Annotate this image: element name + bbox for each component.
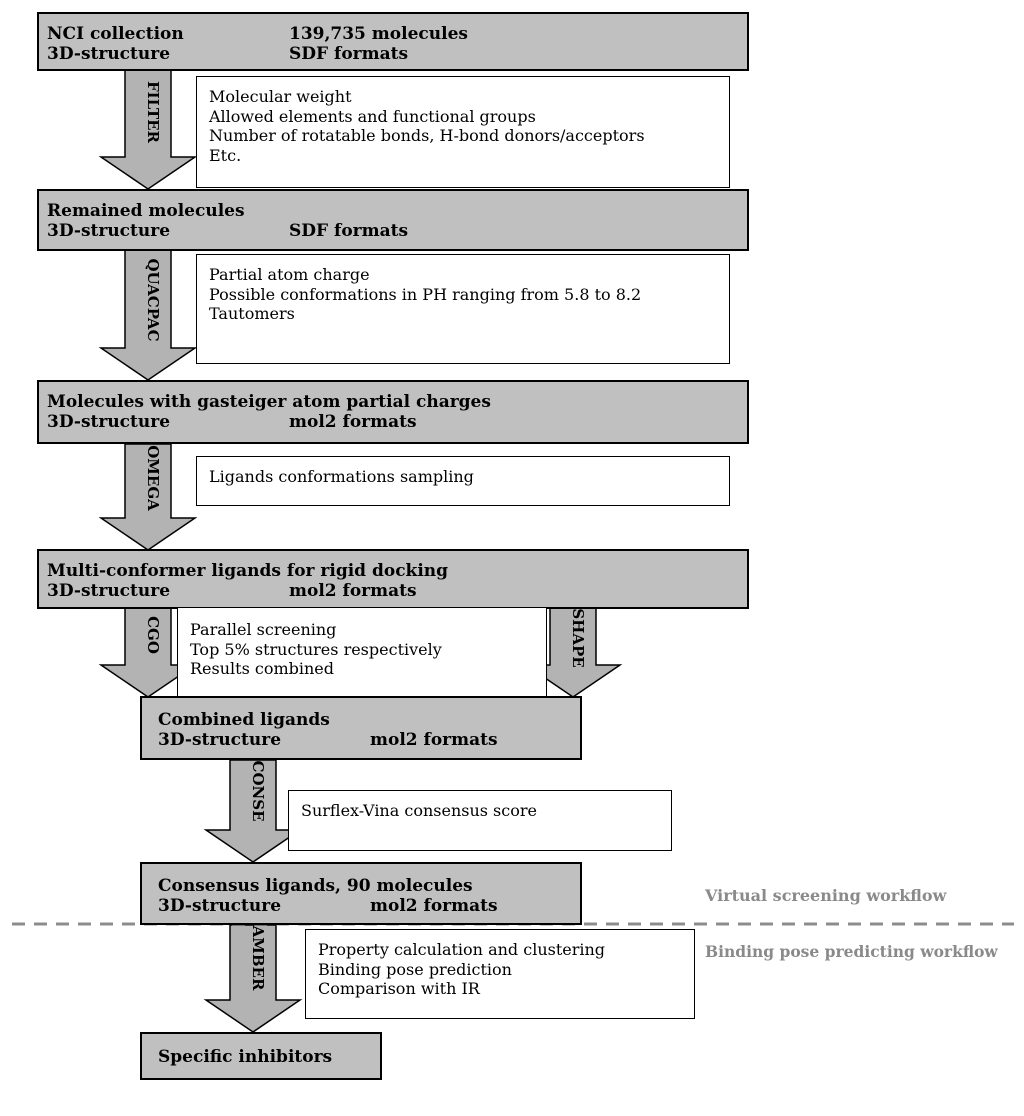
step-format: mol2 formats: [370, 730, 498, 750]
note-filter: Molecular weight Allowed elements and fu…: [196, 76, 730, 188]
note-line: Possible conformations in PH ranging fro…: [209, 284, 642, 304]
step-specific-inhibitors: Specific inhibitors: [140, 1032, 382, 1080]
note-line: Results combined: [190, 659, 335, 678]
step-format: mol2 formats: [370, 896, 498, 916]
note-amber: Property calculation and clustering Bind…: [305, 929, 695, 1019]
note-line: Number of rotatable bonds, H-bond donors…: [209, 126, 645, 145]
omega-arrow: [98, 443, 198, 551]
note-line: Partial atom charge: [209, 265, 370, 284]
step-structure: 3D-structure: [47, 44, 171, 64]
note-line: Property calculation and clustering: [318, 940, 606, 959]
step-format: SDF formats: [289, 221, 409, 241]
shape-arrow-label: SHAPE: [569, 608, 587, 667]
quacpac-arrow-label: QUACPAC: [144, 258, 162, 341]
note-line: Ligands conformations sampling: [209, 467, 474, 486]
step-structure: 3D-structure: [158, 896, 282, 916]
step-nci-collection: NCI collection 139,735 molecules 3D-struc…: [37, 12, 749, 71]
amber-arrow: [203, 924, 303, 1033]
note-line: Molecular weight: [209, 87, 352, 106]
amber-arrow-label: AMBER: [249, 925, 267, 991]
step-combined-ligands: Combined ligands 3D-structure mol2 format…: [140, 696, 582, 760]
step-consensus-ligands: Consensus ligands, 90 molecules 3D-struc…: [140, 862, 582, 925]
step-count: 139,735 molecules: [289, 24, 468, 44]
filter-arrow-label: FILTER: [144, 81, 162, 144]
step-title: Combined ligands: [158, 710, 330, 730]
step-structure: 3D-structure: [47, 581, 171, 601]
filter-arrow: [98, 69, 198, 190]
cgo-arrow-label: CGO: [144, 616, 162, 654]
note-omega: Ligands conformations sampling: [196, 456, 730, 506]
note-parallel-screening: Parallel screening Top 5% structures res…: [177, 607, 547, 697]
step-title: NCI collection: [47, 24, 184, 44]
step-gasteiger-molecules: Molecules with gasteiger atom partial ch…: [37, 380, 749, 444]
note-consensus-score: Surflex-Vina consensus score: [288, 790, 672, 851]
note-line: Parallel screening: [190, 620, 337, 639]
step-title: Remained molecules: [47, 201, 245, 221]
note-line: Top 5% structures respectively: [190, 639, 442, 659]
step-structure: 3D-structure: [47, 221, 171, 241]
step-format: mol2 formats: [289, 581, 417, 601]
step-title: Molecules with gasteiger atom partial ch…: [47, 392, 491, 412]
note-line: Comparison with IR: [318, 979, 480, 998]
conse-arrow: [203, 759, 303, 863]
note-line: Binding pose prediction: [318, 959, 512, 979]
omega-arrow-label: OMEGA: [144, 445, 162, 511]
note-line: Allowed elements and functional groups: [209, 106, 536, 126]
step-title: Consensus ligands, 90 molecules: [158, 876, 473, 896]
step-structure: 3D-structure: [47, 412, 171, 432]
note-quacpac: Partial atom charge Possible conformatio…: [196, 254, 730, 364]
step-remained-molecules: Remained molecules 3D-structure SDF forma…: [37, 189, 749, 251]
note-line: Tautomers: [209, 304, 295, 323]
step-structure: 3D-structure: [158, 730, 282, 750]
conse-arrow-label: CONSE: [249, 761, 267, 822]
virtual-screening-label: Virtual screening workflow: [705, 886, 947, 905]
binding-pose-label: Binding pose predicting workflow: [705, 942, 998, 961]
step-format: SDF formats: [289, 44, 409, 64]
step-multi-conformer: Multi-conformer ligands for rigid dockin…: [37, 549, 749, 609]
step-title: Specific inhibitors: [158, 1047, 333, 1067]
cgo-arrow: [98, 607, 198, 698]
step-format: mol2 formats: [289, 412, 417, 432]
quacpac-arrow: [98, 249, 198, 381]
note-line: Etc.: [209, 145, 242, 165]
step-title: Multi-conformer ligands for rigid dockin…: [47, 561, 449, 581]
note-line: Surflex-Vina consensus score: [301, 801, 537, 820]
